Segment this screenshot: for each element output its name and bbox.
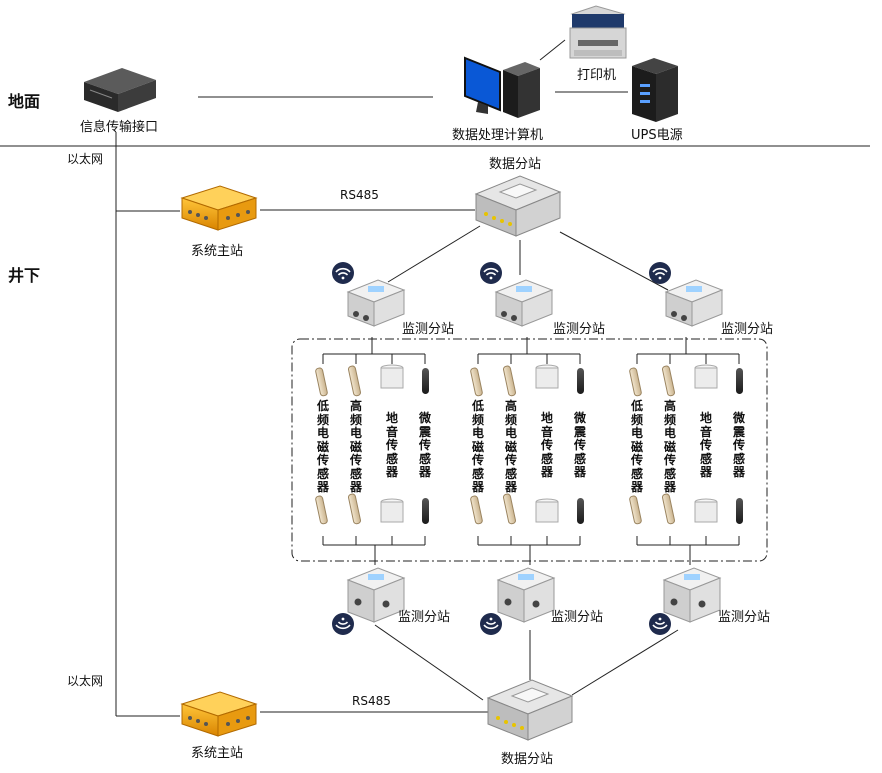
interface-label: 信息传输接口 bbox=[80, 120, 159, 135]
sensor-icons-group-1-bottom bbox=[315, 493, 429, 525]
sensor-icons-group-3-bottom bbox=[629, 493, 743, 525]
master-station-top-label: 系统主站 bbox=[191, 244, 244, 259]
interface-device-icon bbox=[84, 68, 156, 112]
monitor-substation-2-label: 监测分站 bbox=[553, 322, 606, 337]
sensor-label-low-freq: 低频电磁传感器 bbox=[316, 399, 329, 494]
master-station-bottom-icon bbox=[180, 691, 258, 737]
master-station-bottom-label: 系统主站 bbox=[191, 746, 244, 761]
computer-label: 数据处理计算机 bbox=[452, 128, 544, 143]
rs485-label-bottom: RS485 bbox=[352, 694, 391, 708]
wifi-icon bbox=[649, 613, 671, 635]
sensor-label-acoustic: 地音传感器 bbox=[540, 411, 553, 479]
sensor-icons-group-2-top bbox=[470, 364, 584, 397]
monitor-substation-5-label: 监测分站 bbox=[551, 610, 604, 625]
sensor-icons-group-3-top bbox=[629, 364, 743, 397]
ethernet-label-bottom: 以太网 bbox=[67, 674, 104, 688]
monitor-substation-3-icon bbox=[664, 279, 724, 327]
sensor-label-microseismic: 微震传感器 bbox=[418, 411, 431, 479]
sensor-icons-group-1-top bbox=[315, 364, 429, 397]
zone-label-underground: 井下 bbox=[8, 266, 41, 285]
wifi-icon bbox=[480, 613, 502, 635]
zone-label-surface: 地面 bbox=[8, 92, 41, 111]
sensor-label-microseismic: 微震传感器 bbox=[732, 411, 745, 479]
wifi-icon bbox=[332, 262, 354, 284]
printer-label: 打印机 bbox=[577, 68, 617, 83]
sensor-label-low-freq: 低频电磁传感器 bbox=[630, 399, 643, 494]
monitor-substation-3-label: 监测分站 bbox=[721, 322, 774, 337]
rs485-label-top: RS485 bbox=[340, 188, 379, 202]
sensor-label-high-freq: 高频电磁传感器 bbox=[504, 399, 517, 494]
monitor-substation-2-icon bbox=[494, 279, 554, 327]
data-substation-top-icon bbox=[474, 175, 562, 237]
sensor-label-acoustic: 地音传感器 bbox=[699, 411, 712, 479]
sensor-label-high-freq: 高频电磁传感器 bbox=[663, 399, 676, 494]
wifi-icon bbox=[649, 262, 671, 284]
sensor-icons-group-2-bottom bbox=[470, 493, 584, 525]
sensor-label-microseismic: 微震传感器 bbox=[573, 411, 586, 479]
monitor-substation-6-label: 监测分站 bbox=[718, 610, 771, 625]
monitor-substation-5-icon bbox=[496, 567, 556, 623]
data-substation-bottom-icon bbox=[486, 679, 574, 741]
ups-label: UPS电源 bbox=[631, 128, 683, 143]
data-substation-top-label: 数据分站 bbox=[489, 157, 542, 172]
printer-icon bbox=[569, 5, 627, 59]
ups-icon bbox=[632, 58, 678, 122]
sensor-label-low-freq: 低频电磁传感器 bbox=[471, 399, 484, 494]
ethernet-label-top: 以太网 bbox=[67, 152, 104, 166]
computer-icon bbox=[464, 56, 540, 118]
monitor-substation-4-label: 监测分站 bbox=[398, 610, 451, 625]
data-substation-bottom-label: 数据分站 bbox=[501, 752, 554, 767]
wifi-icon bbox=[332, 613, 354, 635]
sensor-label-acoustic: 地音传感器 bbox=[385, 411, 398, 479]
sensor-brackets bbox=[322, 337, 740, 565]
monitor-substation-4-icon bbox=[346, 567, 406, 623]
sensor-label-high-freq: 高频电磁传感器 bbox=[349, 399, 362, 494]
monitor-substation-1-label: 监测分站 bbox=[402, 322, 455, 337]
monitor-substation-1-icon bbox=[346, 279, 406, 327]
connections bbox=[115, 39, 679, 717]
wifi-icon bbox=[480, 262, 502, 284]
monitor-substation-6-icon bbox=[662, 567, 722, 623]
master-station-top-icon bbox=[180, 185, 258, 231]
